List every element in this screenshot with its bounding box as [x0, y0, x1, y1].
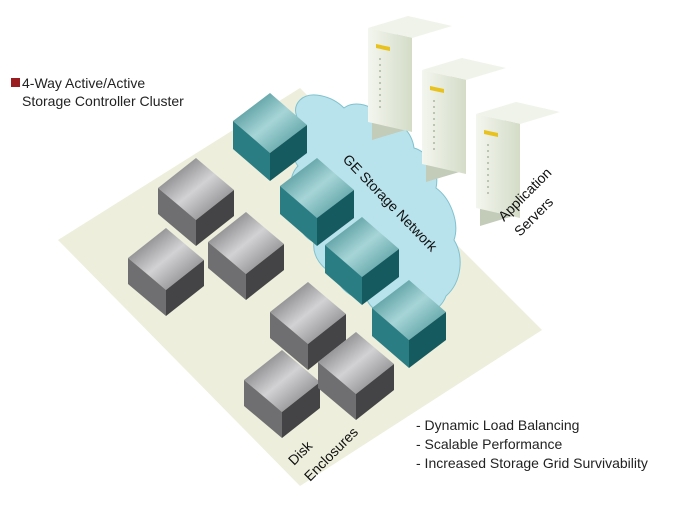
- application-server-3: [476, 102, 560, 226]
- disk-enclosure-5: [244, 350, 320, 438]
- application-server-1: [368, 16, 452, 140]
- feature-item: - Increased Storage Grid Survivability: [416, 455, 648, 471]
- feature-item: - Scalable Performance: [416, 436, 563, 452]
- cluster-title-line2: Storage Controller Cluster: [22, 93, 184, 109]
- storage-controller-4: [372, 280, 446, 368]
- application-server-2: [422, 58, 506, 182]
- disk-enclosure-6: [318, 332, 394, 420]
- disk-enclosure-3: [208, 212, 284, 300]
- feature-list: - Dynamic Load Balancing - Scalable Perf…: [416, 416, 648, 473]
- disk-enclosure-2: [128, 228, 204, 316]
- storage-controller-1: [233, 93, 307, 181]
- storage-controller-2: [280, 158, 354, 246]
- cluster-title: 4-Way Active/Active Storage Controller C…: [22, 74, 184, 110]
- feature-item: - Dynamic Load Balancing: [416, 417, 580, 433]
- disk-enclosure-4: [270, 282, 346, 370]
- square-bullet-icon: [11, 78, 20, 87]
- storage-controller-3: [325, 217, 399, 305]
- disk-enclosure-1: [158, 158, 234, 246]
- cluster-title-line1: 4-Way Active/Active: [22, 75, 146, 91]
